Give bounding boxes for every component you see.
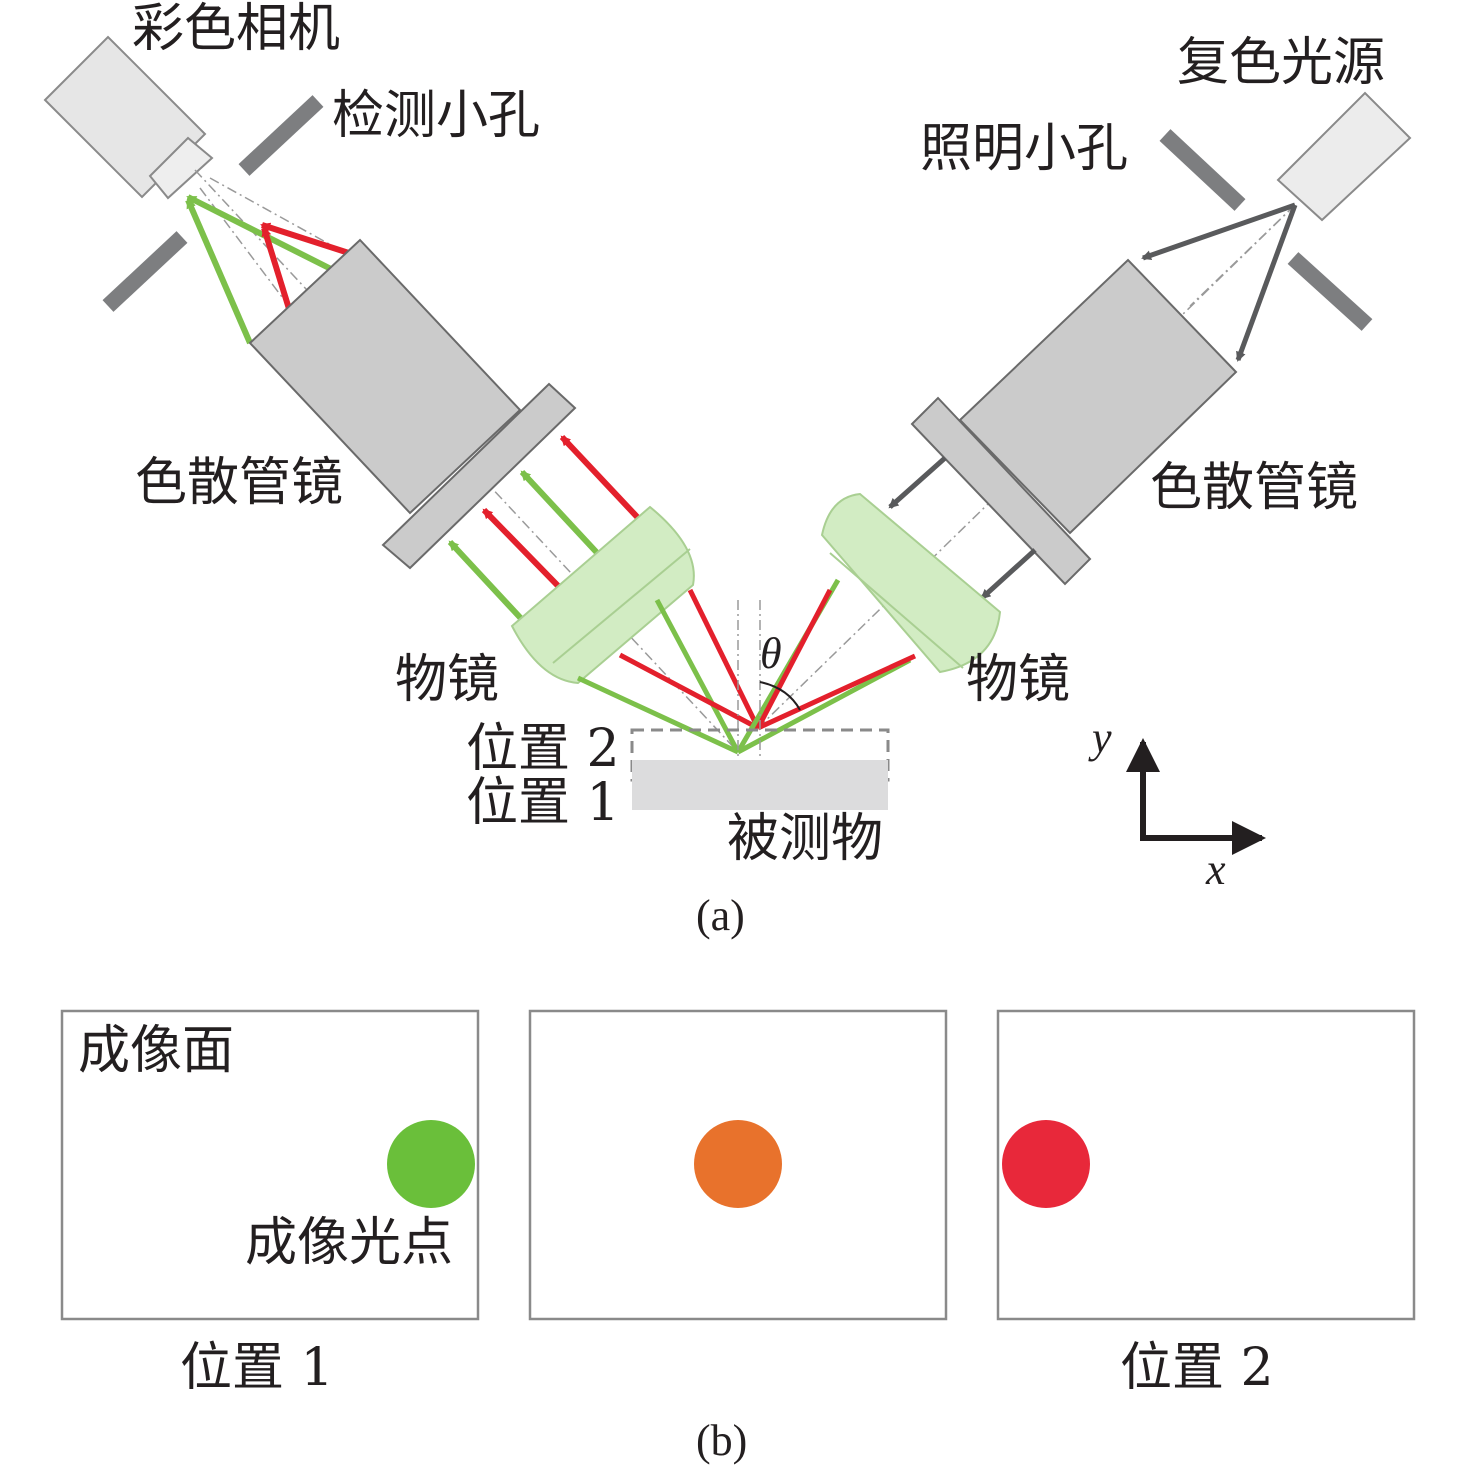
imaging-spot-green [387, 1120, 475, 1208]
rays-object-to-left-objective [576, 588, 761, 755]
label-color-camera: 彩色相机 [132, 0, 340, 59]
dispersive-tube-lens-left [248, 238, 577, 570]
collimated-rays-right [888, 456, 1037, 600]
collimated-rays-left [447, 434, 643, 629]
theta-arc [759, 681, 801, 711]
imaging-spot-red [1002, 1120, 1090, 1208]
label-position-2: 位置 2 [466, 719, 620, 779]
label-theta: θ [760, 629, 782, 678]
label-object: 被测物 [727, 809, 883, 869]
label-dispersive-tube-lens-right: 色散管镜 [1150, 458, 1358, 518]
illumination-pinhole [1159, 129, 1373, 331]
imaging-panel-2 [528, 1009, 948, 1321]
imaging-spot-orange [694, 1120, 782, 1208]
rays-from-source [1141, 202, 1298, 362]
label-polychromatic-source: 复色光源 [1177, 33, 1385, 93]
label-dispersive-tube-lens-left: 色散管镜 [135, 453, 343, 513]
label-objective-left: 物镜 [395, 650, 499, 710]
label-detection-pinhole: 检测小孔 [332, 86, 540, 146]
label-position-1: 位置 1 [466, 773, 620, 833]
xy-axes [1126, 738, 1266, 855]
object-block [632, 760, 888, 810]
objective-right [820, 492, 1002, 674]
objective-left [510, 505, 695, 685]
imaging-panel-1 [60, 1009, 480, 1321]
color-camera [43, 35, 214, 200]
imaging-panel-3 [996, 1009, 1416, 1321]
label-imaging-spot: 成像光点 [245, 1213, 453, 1273]
label-panel-position-1: 位置 1 [180, 1338, 334, 1398]
label-axis-y: y [1088, 713, 1112, 762]
dispersive-tube-lens-right [910, 258, 1238, 586]
label-imaging-plane: 成像面 [78, 1021, 234, 1081]
detection-pinhole [102, 95, 324, 312]
label-axis-x: x [1205, 845, 1226, 894]
label-illumination-pinhole: 照明小孔 [920, 119, 1128, 179]
caption-a: (a) [696, 891, 745, 940]
polychromatic-source [1276, 91, 1412, 222]
label-objective-right: 物镜 [966, 650, 1070, 710]
rays-right-objective-to-object [735, 578, 917, 755]
rays-to-camera [185, 194, 356, 345]
normal-lines [737, 600, 761, 780]
label-panel-position-2: 位置 2 [1120, 1338, 1274, 1398]
caption-b: (b) [696, 1416, 747, 1465]
